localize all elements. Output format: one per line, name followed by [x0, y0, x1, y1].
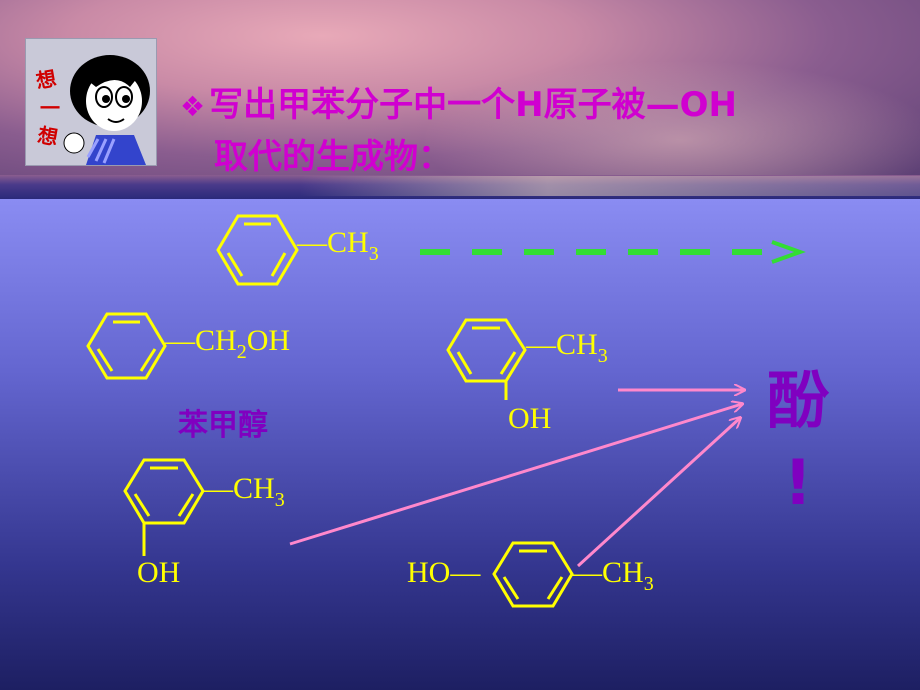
bullet-icon: ❖: [180, 90, 206, 123]
title-line-2: 取代的生成物：: [214, 137, 452, 177]
benzyl-alcohol-label: —CH2OH: [165, 324, 291, 363]
svg-text:一: 一: [40, 96, 60, 120]
m-cresol-oh-label: OH: [137, 556, 181, 589]
m-cresol-methyl-label: —CH3: [203, 472, 285, 511]
p-cresol-ring: [492, 541, 574, 608]
content-background: [0, 199, 920, 690]
svg-text:想: 想: [34, 66, 58, 93]
toluene-ring: [216, 214, 299, 286]
exclamation-mark: !: [783, 446, 813, 519]
page-title: ❖写出甲苯分子中一个H原子被—OH 取代的生成物：: [180, 80, 737, 182]
m-cresol-ring: [123, 458, 205, 556]
o-cresol-oh-label: OH: [508, 402, 552, 435]
pink-arrows: [289, 390, 744, 568]
phenol-word: 酚: [766, 364, 829, 437]
p-cresol-methyl-label: —CH3: [572, 556, 654, 595]
title-line-1: 写出甲苯分子中一个H原子被—OH: [209, 85, 737, 125]
thinking-girl-icon: 想 一 想: [25, 38, 157, 166]
p-cresol-hydroxy-label: HO—: [407, 556, 481, 589]
phenol-conclusion: 酚 !: [758, 360, 838, 524]
svg-text:想: 想: [36, 123, 60, 150]
benzyl-alcohol-ring: [86, 312, 167, 380]
toluene-label: —CH3: [297, 226, 379, 265]
o-cresol-ring: [446, 318, 527, 400]
o-cresol-methyl-label: —CH3: [526, 328, 608, 367]
green-dashed-arrow: [420, 240, 806, 264]
benzyl-alcohol-name: 苯甲醇: [178, 408, 268, 443]
